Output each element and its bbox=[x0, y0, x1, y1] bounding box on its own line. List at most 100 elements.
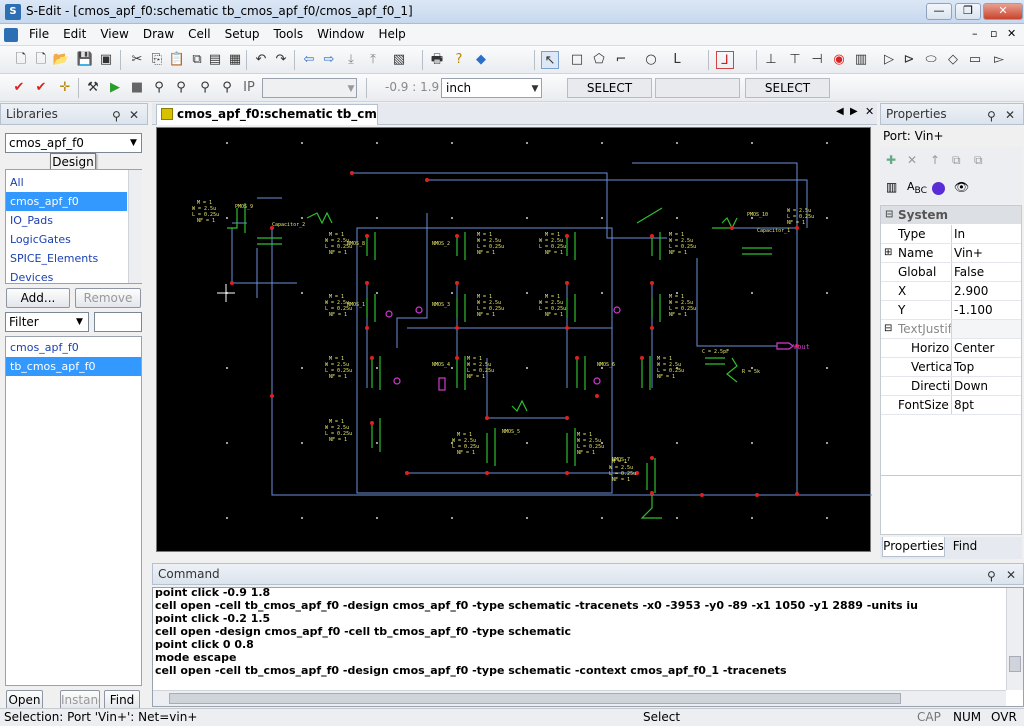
probe-current-icon[interactable]: ⚲ bbox=[200, 80, 210, 95]
filter-select[interactable]: Filter ▼ bbox=[5, 312, 89, 332]
filter-input[interactable] bbox=[94, 312, 142, 332]
property-value[interactable]: 2.900 bbox=[951, 282, 1021, 300]
build-icon[interactable]: ⚒ bbox=[87, 80, 99, 95]
library-item[interactable]: IO_Pads bbox=[10, 214, 53, 227]
property-value[interactable] bbox=[951, 320, 1021, 338]
open-cell-button[interactable]: Open bbox=[6, 690, 43, 710]
library-item[interactable]: Devices bbox=[10, 271, 54, 284]
property-value[interactable]: -1.100 bbox=[951, 301, 1021, 319]
tab-schematic[interactable]: cmos_apf_f0:schematic tb_cmos_... bbox=[156, 104, 378, 125]
simulate-icon[interactable]: ◆ bbox=[476, 52, 486, 67]
open-view-icon[interactable]: ▧ bbox=[392, 52, 406, 67]
save-all-icon[interactable]: ▣ bbox=[99, 52, 113, 67]
flatten-icon[interactable]: ▤ bbox=[208, 52, 222, 67]
copy-icon[interactable]: ⎘ bbox=[151, 52, 163, 67]
units-select[interactable]: inch bbox=[441, 78, 542, 98]
circle-tool-icon[interactable]: ○ bbox=[645, 52, 657, 67]
sim-dropdown[interactable] bbox=[262, 78, 357, 98]
port-icon[interactable]: ⊣ bbox=[811, 52, 823, 67]
port-none-icon[interactable]: ▻ bbox=[994, 52, 1004, 67]
property-value[interactable]: False bbox=[951, 263, 1021, 281]
menu-tools[interactable]: Tools bbox=[273, 27, 304, 41]
command-hscrollbar[interactable] bbox=[153, 690, 1006, 706]
probe-power-icon[interactable]: ⚲ bbox=[222, 80, 232, 95]
check-icon[interactable]: ✔ bbox=[13, 80, 25, 95]
push-into-icon[interactable]: ⤓ bbox=[348, 52, 354, 67]
record-icon[interactable]: ◉ bbox=[833, 52, 845, 67]
new-property-icon[interactable]: ✚ bbox=[886, 153, 897, 167]
port-global-icon[interactable]: ▭ bbox=[968, 52, 982, 67]
pin-panel-icon[interactable]: ⚲ bbox=[987, 109, 996, 123]
forward-icon[interactable]: ⇨ bbox=[323, 52, 335, 67]
tab-close-icon[interactable]: ✕ bbox=[865, 105, 875, 118]
new-cell-icon[interactable]: 🗋 bbox=[35, 52, 47, 67]
port-bidir-icon[interactable]: ⬭ bbox=[925, 52, 937, 67]
mdi-restore-button[interactable]: ▫ bbox=[990, 27, 998, 40]
property-value[interactable]: Vin+ bbox=[951, 244, 1021, 262]
pop-out-icon[interactable]: ⤒ bbox=[370, 52, 376, 67]
ip-icon[interactable]: IP bbox=[243, 80, 255, 95]
property-value[interactable]: Top bbox=[951, 358, 1021, 376]
copy-property-icon[interactable]: ⧉ bbox=[952, 153, 961, 167]
port-out-icon[interactable]: ⊳ bbox=[903, 52, 915, 67]
tab-scroll-right-icon[interactable]: ▶ bbox=[850, 106, 858, 117]
pin-panel-icon[interactable]: ⚲ bbox=[112, 109, 121, 123]
stop-icon[interactable]: ■ bbox=[130, 80, 144, 95]
net-tool-icon[interactable]: ⅃ bbox=[716, 51, 734, 69]
cut-icon[interactable]: ✂ bbox=[131, 52, 143, 67]
collapse-icon[interactable]: ⊟ bbox=[885, 209, 894, 220]
close-panel-icon[interactable]: ✕ bbox=[1006, 568, 1017, 582]
menu-file[interactable]: File bbox=[29, 27, 50, 41]
move-up-icon[interactable]: ↑ bbox=[930, 153, 941, 167]
property-icon[interactable]: ▥ bbox=[854, 52, 868, 67]
minimize-button[interactable]: — bbox=[926, 3, 952, 20]
back-icon[interactable]: ⇦ bbox=[303, 52, 315, 67]
library-select[interactable]: cmos_apf_f0 ▼ bbox=[5, 133, 142, 153]
vscroll-thumb[interactable] bbox=[1009, 656, 1021, 672]
property-row[interactable]: Y-1.100 bbox=[881, 301, 1021, 320]
property-row[interactable]: TextJustif⊟ bbox=[881, 320, 1021, 339]
library-item[interactable]: cmos_apf_f0 bbox=[6, 192, 127, 211]
polygon-tool-icon[interactable]: ⬠ bbox=[593, 52, 605, 67]
duplicate-icon[interactable]: ⧉ bbox=[192, 52, 202, 67]
crosshair-icon[interactable]: ✛ bbox=[59, 80, 71, 95]
library-item[interactable]: All bbox=[10, 176, 24, 189]
tab-properties[interactable]: Properties bbox=[882, 537, 945, 557]
mdi-close-button[interactable]: ✕ bbox=[1007, 27, 1017, 40]
probe-net-icon[interactable]: ⚲ bbox=[154, 80, 164, 95]
hscroll-thumb[interactable] bbox=[169, 693, 901, 704]
alphabetic-icon[interactable]: ABC bbox=[907, 180, 928, 197]
remove-library-button[interactable]: Remove bbox=[75, 288, 141, 308]
check-all-icon[interactable]: ✔ bbox=[35, 80, 47, 95]
wire-tool-icon[interactable]: ⌐ bbox=[615, 52, 627, 67]
menu-draw[interactable]: Draw bbox=[142, 27, 175, 41]
close-button[interactable]: ✕ bbox=[983, 3, 1023, 20]
port-other-icon[interactable]: ◇ bbox=[948, 52, 958, 67]
expand-icon[interactable]: ⊞ bbox=[884, 247, 893, 258]
menu-cell[interactable]: Cell bbox=[188, 27, 211, 41]
select-pointer-icon[interactable]: ↖ bbox=[541, 51, 559, 69]
box-tool-icon[interactable]: □ bbox=[570, 52, 584, 67]
group-icon[interactable]: ▦ bbox=[228, 52, 242, 67]
pin-icon[interactable]: ⊥ bbox=[765, 52, 777, 67]
run-icon[interactable]: ▶ bbox=[110, 80, 120, 95]
menu-setup[interactable]: Setup bbox=[224, 27, 260, 41]
cell-item[interactable]: cmos_apf_f0 bbox=[10, 341, 79, 354]
library-list-scrollbar[interactable] bbox=[128, 170, 142, 283]
property-value[interactable]: Center bbox=[951, 339, 1021, 357]
save-icon[interactable]: 💾 bbox=[76, 52, 94, 67]
tab-find[interactable]: Find bbox=[952, 539, 978, 553]
undo-icon[interactable]: ↶ bbox=[255, 52, 267, 67]
label-tool-icon[interactable]: L bbox=[673, 52, 681, 67]
paste-property-icon[interactable]: ⧉ bbox=[974, 153, 983, 167]
command-vscrollbar[interactable] bbox=[1006, 588, 1023, 690]
